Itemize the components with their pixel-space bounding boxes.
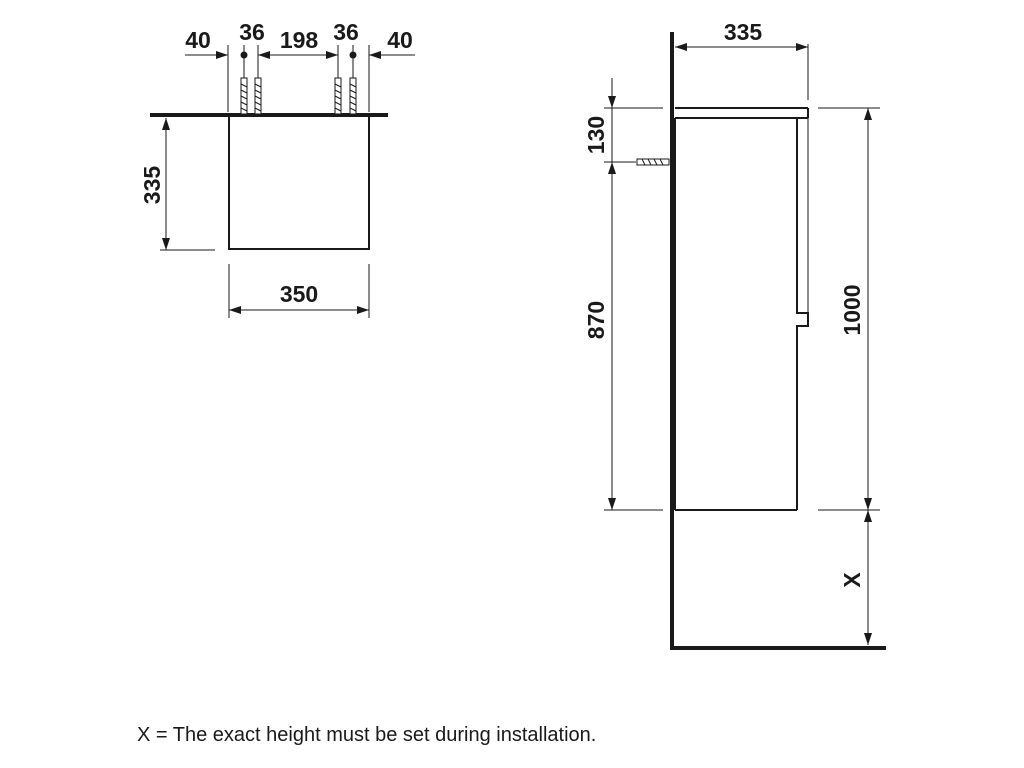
dim-bracket-offset: 130 — [583, 116, 609, 154]
dim-spacing-left: 40 — [185, 27, 211, 53]
dim-hole-left: 36 — [239, 19, 265, 45]
dim-hole-right: 36 — [333, 19, 359, 45]
dim-center-spacing: 198 — [280, 27, 319, 53]
dim-top-depth: 335 — [139, 166, 165, 205]
dim-cabinet-height: 1000 — [839, 284, 865, 335]
installation-note: X = The exact height must be set during … — [137, 724, 597, 746]
dim-side-depth: 335 — [724, 19, 763, 45]
wall-anchor-icon — [240, 77, 357, 115]
side-view-wall — [670, 32, 886, 650]
dim-floor-gap: X — [839, 572, 865, 588]
dim-spacing-right: 40 — [387, 27, 413, 53]
dim-top-width: 350 — [280, 281, 318, 307]
side-view: 335 130 870 1000 X — [583, 19, 886, 650]
side-view-cabinet — [674, 107, 809, 511]
top-view-cabinet — [228, 117, 370, 250]
dim-bracket-to-bottom: 870 — [583, 301, 609, 339]
top-view: 40 36 198 36 40 335 350 — [139, 19, 415, 318]
wall-bracket-icon — [636, 158, 670, 166]
